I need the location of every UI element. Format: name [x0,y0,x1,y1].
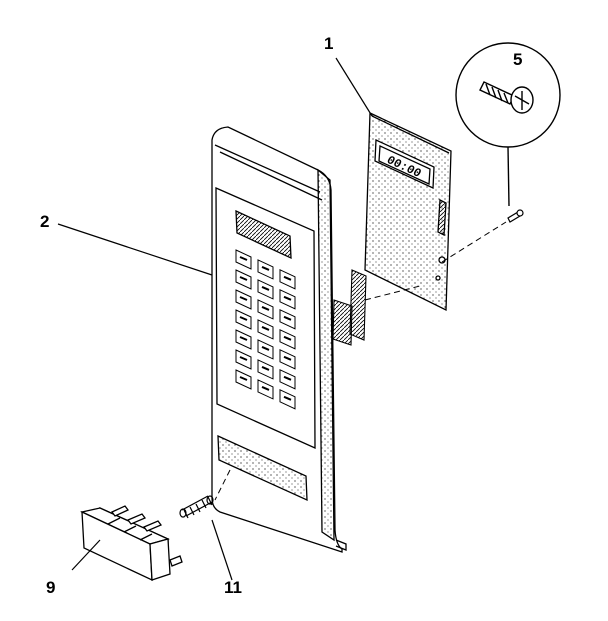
keypad-button-mark [261,365,270,371]
control-board [364,111,452,312]
keypad-button-mark [239,296,248,301]
keypad-button-mark [283,295,292,301]
keypad-button-mark [239,336,248,341]
keypad-button-mark [261,325,270,331]
callout-1: 1 [324,34,334,53]
callout-2: 2 [40,212,50,231]
explode-lines [214,221,507,501]
keypad-button-mark [283,375,292,381]
button-cover [80,505,183,582]
keypad-button-mark [261,345,270,351]
keypad-button-mark [261,265,270,271]
keypad-button-mark [261,305,270,311]
keypad-button-mark [283,355,292,361]
control-panel [211,126,347,553]
small-screw-icon [507,209,524,223]
keypad-button-mark [239,316,248,321]
ribbon-cable [332,269,367,346]
keypad-button-mark [261,285,270,291]
keypad-button-mark [239,356,248,361]
callout-leaders [57,57,373,581]
callout-5: 5 [513,50,523,69]
keypad-button-mark [239,276,248,281]
keypad-button-mark [283,315,292,321]
keypad-button-mark [261,385,270,391]
keypad-button-mark [283,395,292,401]
screw-detail-icon [455,42,561,207]
callout-9: 9 [46,578,56,597]
keypad-button-mark [283,275,292,281]
keypad-button-mark [239,256,248,261]
spring-icon [179,495,214,519]
keypad [235,249,296,410]
keypad-button-mark [283,335,292,341]
keypad-button-mark [239,376,248,381]
callout-11: 11 [224,578,242,597]
